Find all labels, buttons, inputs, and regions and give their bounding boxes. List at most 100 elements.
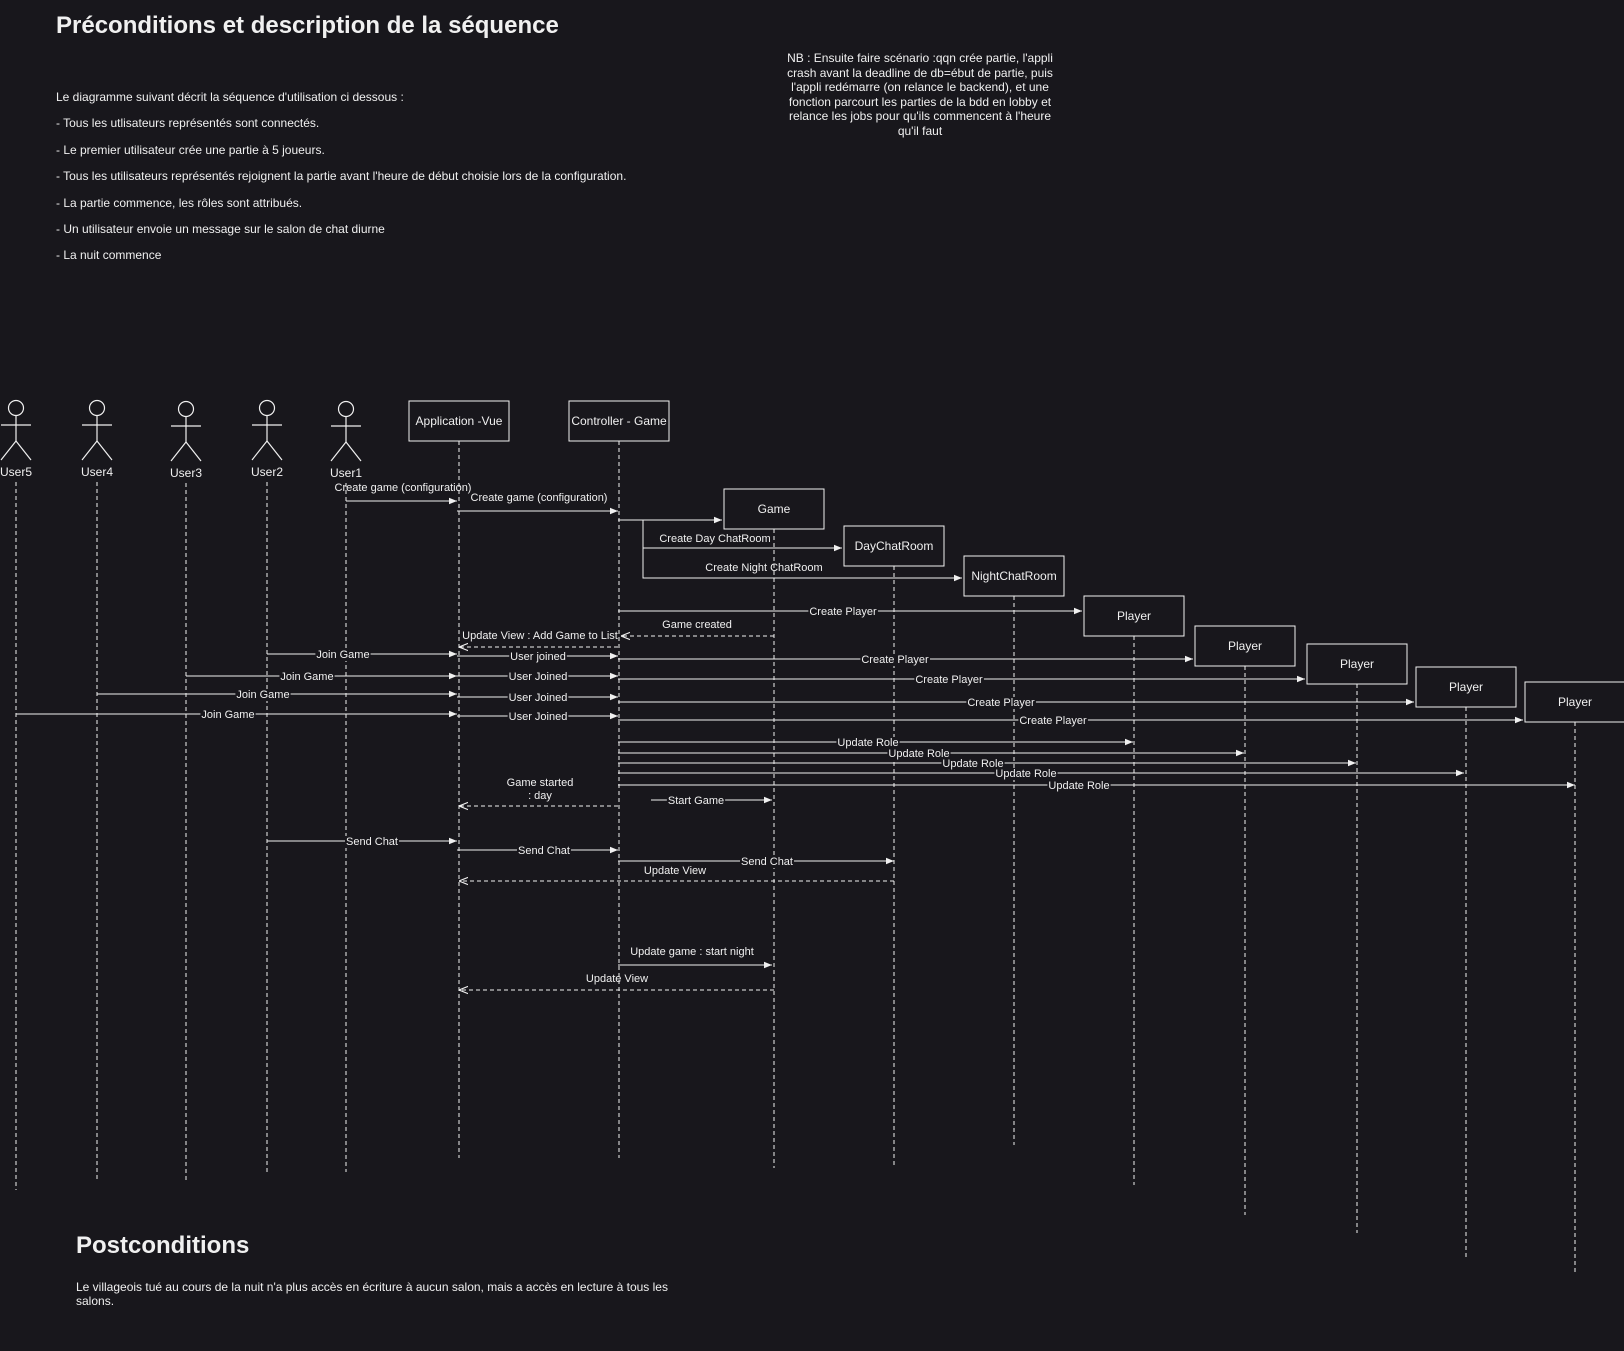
message: Create Player xyxy=(618,674,1305,686)
actor-label: User3 xyxy=(170,466,202,480)
message-label: User Joined xyxy=(509,671,568,683)
participant-frame xyxy=(408,400,510,442)
message: Game created xyxy=(621,619,774,636)
participant-label: Player xyxy=(1449,680,1483,694)
message-label: Update View xyxy=(586,973,648,985)
message-label-line: Create Player xyxy=(915,674,983,686)
message-label-line: Join Game xyxy=(316,649,369,661)
message: Create Day ChatRoom xyxy=(618,519,842,552)
message: Create Player xyxy=(618,606,1082,618)
message-label-line: Game started xyxy=(507,777,574,789)
message-label: Create Player xyxy=(861,654,929,666)
message-label-line: Start Game xyxy=(668,795,724,807)
participant-frame xyxy=(1524,681,1624,723)
message-label-bg xyxy=(887,748,951,760)
message-label-line: User Joined xyxy=(509,692,568,704)
participant-label: Application -Vue xyxy=(416,414,503,428)
message-label-line: Join Game xyxy=(201,709,254,721)
precondition-line: - Un utilisateur envoie un message sur l… xyxy=(56,222,385,237)
message: User joined xyxy=(457,651,618,663)
participant-frame xyxy=(1415,666,1517,708)
actor-leg xyxy=(81,440,98,461)
actor-user1: User1 xyxy=(330,400,362,480)
participant-label: Player xyxy=(1340,657,1374,671)
message: Update View : Add Game to List xyxy=(459,630,618,647)
message-label: Join Game xyxy=(236,689,289,701)
message-label-bg xyxy=(507,671,569,683)
actor-label: User1 xyxy=(330,466,362,480)
message-label: Create game (configuration) xyxy=(335,482,472,494)
actor-head xyxy=(177,400,195,418)
message: Join Game xyxy=(97,689,457,701)
participant-box: Game xyxy=(723,488,825,530)
actor-leg xyxy=(185,441,202,462)
precondition-line: - Le premier utilisateur crée une partie… xyxy=(56,142,325,157)
message-label: Send Chat xyxy=(741,856,793,868)
message: Send Chat xyxy=(457,845,618,857)
message-label-line: Create Day ChatRoom xyxy=(659,533,770,545)
actor-user2: User2 xyxy=(251,399,283,479)
participant-label: DayChatRoom xyxy=(855,539,934,553)
actor-leg xyxy=(266,440,283,461)
message-label: Game started: day xyxy=(507,777,574,802)
message-label-line: Create Night ChatRoom xyxy=(705,562,822,574)
actor-leg xyxy=(0,440,17,461)
actor-leg xyxy=(96,440,113,461)
message-label-line: Join Game xyxy=(280,671,333,683)
message-label: Create game (configuration) xyxy=(471,492,608,504)
participant-box: Application -Vue xyxy=(408,400,510,442)
message: User Joined xyxy=(457,692,618,704)
postconditions-title: Postconditions xyxy=(76,1232,250,1259)
message-label-bg xyxy=(994,768,1058,780)
message-label-line: Create Player xyxy=(809,606,877,618)
message-label-bg xyxy=(509,651,567,663)
message: User Joined xyxy=(457,671,618,683)
participant-box: Player xyxy=(1524,681,1624,723)
message-label-bg xyxy=(860,654,930,666)
message-label-bg xyxy=(315,649,371,661)
message-label: Update Role xyxy=(888,748,949,760)
actor-label: User2 xyxy=(251,465,283,479)
message: Update Role xyxy=(618,780,1575,792)
message-label: Join Game xyxy=(316,649,369,661)
message-label: Start Game xyxy=(668,795,724,807)
message-label-bg xyxy=(507,692,569,704)
message: Game started: day xyxy=(459,777,618,806)
actor-user3: User3 xyxy=(170,400,202,480)
message-label-line: Create Player xyxy=(967,697,1035,709)
message-label-line: Update Role xyxy=(995,768,1056,780)
participant-box: Controller - Game xyxy=(568,400,670,442)
message: Create Player xyxy=(618,654,1193,666)
actor-leg xyxy=(345,441,362,462)
message-label-line: Create Player xyxy=(1019,715,1087,727)
actor-head xyxy=(337,400,355,418)
message-label-line: User Joined xyxy=(509,711,568,723)
message-label-bg xyxy=(517,845,571,857)
message: Send Chat xyxy=(618,856,894,868)
message-label: Create Player xyxy=(1019,715,1087,727)
participant-frame xyxy=(1194,625,1296,667)
participant-frame xyxy=(1306,643,1408,685)
message-label: Join Game xyxy=(201,709,254,721)
message-label-line: User joined xyxy=(510,651,566,663)
precondition-line: - Tous les utlisateurs représentés sont … xyxy=(56,116,320,131)
participant-frame xyxy=(1083,595,1185,637)
actor-head xyxy=(7,399,25,417)
message: Update View xyxy=(459,865,894,881)
message-label-bg xyxy=(666,795,726,807)
message-label-bg xyxy=(507,711,569,723)
message: User Joined xyxy=(457,711,618,723)
message-label-bg xyxy=(941,758,1005,770)
message: Join Game xyxy=(186,671,457,683)
message: Update Role xyxy=(618,737,1133,749)
message-label: Game created xyxy=(662,619,732,631)
participant-label: Game xyxy=(758,502,791,516)
participant-frame xyxy=(843,525,945,567)
message-label: Send Chat xyxy=(346,836,398,848)
participant-frame xyxy=(963,555,1065,597)
message-label-bg xyxy=(1018,715,1088,727)
nb-note: NB : Ensuite faire scénario :qqn crée pa… xyxy=(787,51,1053,138)
message-label-line: Send Chat xyxy=(741,856,793,868)
message-label-line: User Joined xyxy=(509,671,568,683)
